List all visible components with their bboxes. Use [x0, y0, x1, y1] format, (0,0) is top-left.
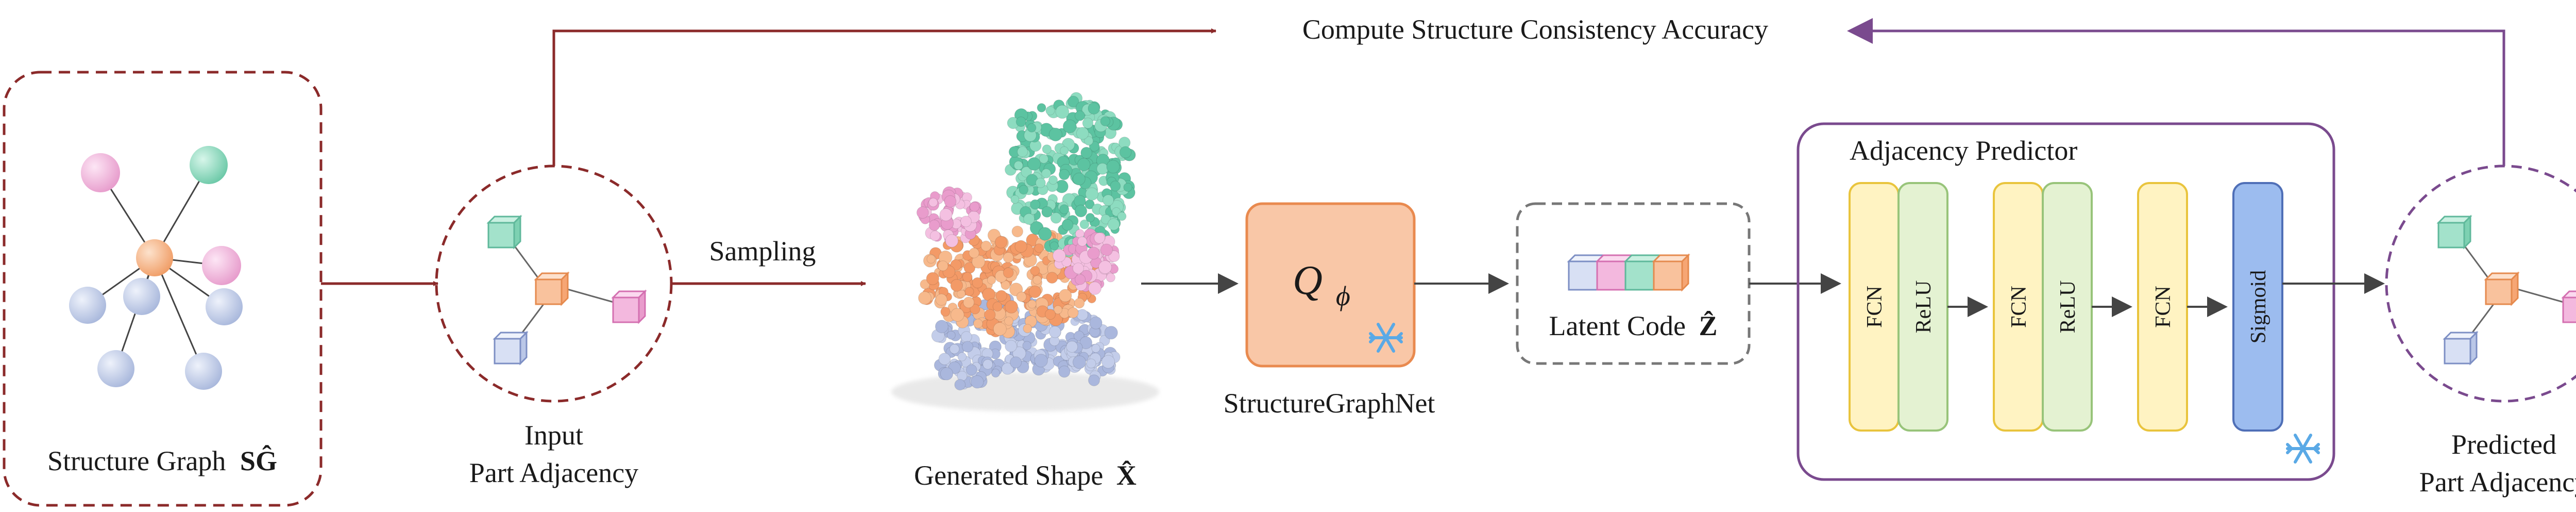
green-cube	[2436, 214, 2472, 250]
structure-graph-symbol: SĜ	[240, 444, 277, 476]
layer-label-relu-2: ReLU	[2056, 280, 2080, 334]
input-cubes	[486, 214, 647, 366]
pink-cube	[2561, 290, 2576, 323]
predicted-cubes	[2436, 214, 2576, 366]
sampling-label: Sampling	[709, 236, 816, 267]
input-adjacency-line1: Input	[524, 420, 583, 451]
svg-text:Structure Graph SĜ: Structure Graph SĜ	[47, 444, 277, 476]
svg-text:Q ϕ: Q ϕ	[1293, 258, 1350, 311]
predictor-title: Adjacency Predictor	[1850, 135, 2077, 166]
predicted-adjacency-circle: Predicted Part Adjacency	[2385, 164, 2576, 498]
green-cube	[486, 214, 522, 250]
input-adjacency-line2: Part Adjacency	[469, 457, 638, 488]
structure-graph-label: Structure Graph	[47, 445, 226, 476]
generated-shape-label: Generated Shape	[914, 460, 1103, 491]
encoder-block: Q ϕ StructureGraphNet	[1224, 202, 1435, 419]
input-adjacency-circle: Input Part Adjacency	[435, 164, 673, 488]
graph-node	[206, 288, 243, 325]
graph-node-center	[136, 239, 173, 276]
predicted-adjacency-line2: Part Adjacency	[2419, 467, 2576, 498]
layer-label-fcn-2: FCN	[2007, 286, 2031, 328]
top-feedback-arrows: Compute Structure Consistency Accuracy	[552, 14, 2505, 166]
frozen-snowflake-icon	[2286, 434, 2320, 464]
encoder-subscript: ϕ	[1336, 280, 1350, 311]
structure-graph-nodes	[69, 146, 243, 390]
point-cloud	[917, 92, 1136, 391]
latent-code-block: Latent Code Ẑ	[1516, 202, 1751, 365]
latent-code-vector	[1567, 253, 1690, 292]
blue-cube	[493, 331, 529, 366]
generated-shape: Generated Shape X̂	[891, 92, 1159, 491]
orange-cube	[534, 271, 570, 306]
layer-label-fcn-3: FCN	[2151, 286, 2175, 328]
encoder-symbol: Q	[1293, 258, 1323, 303]
blue-cube	[2443, 331, 2479, 366]
graph-node	[97, 350, 134, 387]
latent-code-label: Latent Code	[1549, 310, 1686, 341]
svg-text:Latent Code Ẑ: Latent Code Ẑ	[1549, 310, 1718, 341]
graph-node	[69, 287, 106, 324]
layer-label-fcn-1: FCN	[1863, 286, 1887, 328]
latent-cell	[1623, 254, 1662, 291]
layer-sigmoid	[2232, 182, 2283, 432]
predicted-adjacency-line1: Predicted	[2451, 429, 2556, 460]
encoder-label: StructureGraphNet	[1224, 388, 1435, 419]
graph-node	[123, 278, 160, 315]
svg-text:Generated Shape X̂: Generated Shape X̂	[914, 460, 1137, 491]
latent-cell	[1567, 254, 1605, 291]
latent-cell	[1595, 254, 1634, 291]
layer-label-sigmoid: Sigmoid	[2247, 270, 2270, 343]
graph-node	[185, 353, 222, 390]
graph-node	[190, 146, 228, 184]
graph-node	[81, 153, 120, 192]
latent-cell	[1652, 253, 1690, 292]
graph-node	[202, 246, 241, 285]
latent-code-symbol: Ẑ	[1699, 310, 1717, 341]
frozen-snowflake-icon	[1369, 323, 1403, 353]
structure-graph-panel: Structure Graph SĜ	[3, 71, 323, 507]
pink-cube	[611, 289, 647, 324]
layer-label-relu-1: ReLU	[1912, 280, 1936, 334]
generated-shape-symbol: X̂	[1116, 460, 1137, 491]
adjacency-predictor: Adjacency Predictor FCN ReLU FCN ReLU FC…	[1797, 122, 2335, 481]
orange-cube	[2484, 271, 2520, 306]
top-label: Compute Structure Consistency Accuracy	[1302, 14, 1768, 45]
